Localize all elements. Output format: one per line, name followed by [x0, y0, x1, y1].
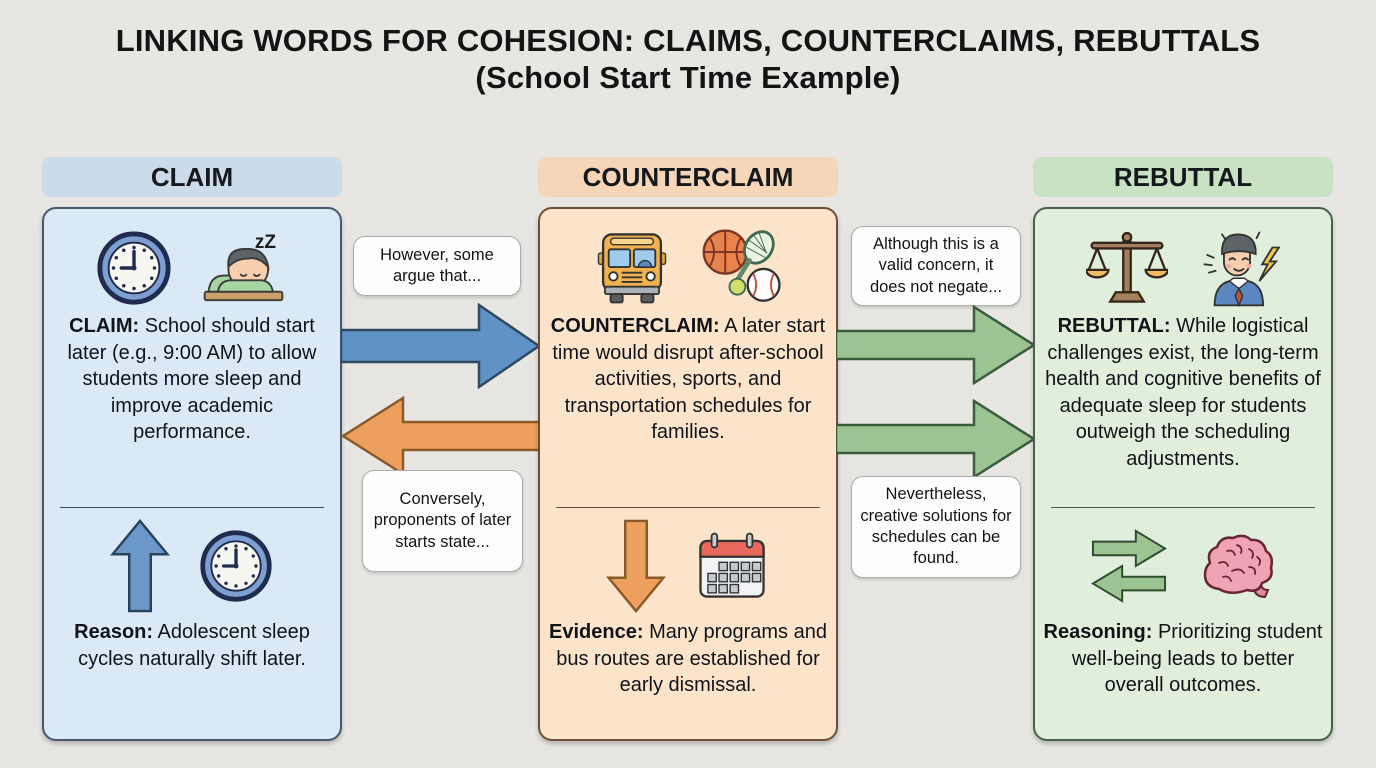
- left-arrow-orange-icon: [341, 396, 541, 476]
- balance-scale-icon: [1086, 231, 1168, 303]
- counterclaim-header-label: COUNTERCLAIM: [582, 161, 794, 192]
- linking-phrase-nevertheless-text: Nevertheless, creative solutions for sch…: [860, 485, 1012, 568]
- counterclaim-main-label: COUNTERCLAIM:: [550, 315, 720, 337]
- clock-icon: [97, 231, 171, 305]
- up-arrow-icon: [110, 519, 170, 613]
- rebuttal-main-body: While logistical challenges exist, the l…: [1045, 315, 1321, 470]
- claim-main-text: CLAIM: School should start later (e.g., …: [51, 313, 333, 446]
- counterclaim-top-icons: [540, 219, 836, 317]
- page-title: LINKING WORDS FOR COHESION: CLAIMS, COUN…: [0, 22, 1376, 96]
- school-bus-icon: [597, 233, 667, 304]
- linking-phrase-nevertheless: Nevertheless, creative solutions for sch…: [851, 476, 1021, 578]
- energized-person-icon: [1203, 231, 1280, 308]
- sports-icon: [702, 229, 781, 302]
- calendar-icon: [699, 532, 765, 598]
- rebuttal-bottom-icons: [1035, 515, 1331, 617]
- page-title-line2: (School Start Time Example): [475, 60, 901, 95]
- counterclaim-bottom-icons: [540, 515, 836, 617]
- right-arrow-green-icon: [836, 305, 1036, 385]
- right-arrow-green-icon: [836, 399, 1036, 479]
- page-title-line1: LINKING WORDS FOR COHESION: CLAIMS, COUN…: [115, 23, 1261, 58]
- claim-top-icons: zZ: [44, 219, 340, 317]
- claim-header-label: CLAIM: [150, 161, 234, 192]
- counterclaim-divider: [556, 507, 820, 508]
- counterclaim-card: COUNTERCLAIM: A later start time would d…: [538, 207, 838, 741]
- rebuttal-support-text: Reasoning: Prioritizing student well-bei…: [1042, 619, 1324, 699]
- rebuttal-support-body: Prioritizing student well-being leads to…: [1071, 621, 1323, 697]
- rebuttal-card: REBUTTAL: While logistical challenges ex…: [1033, 207, 1333, 741]
- down-arrow-icon: [606, 519, 666, 613]
- sleep-zz-text: zZ: [255, 232, 276, 253]
- linking-phrase-however: However, some argue that...: [353, 236, 521, 296]
- rebuttal-header-label: REBUTTAL: [1113, 161, 1253, 192]
- counterclaim-main-text: COUNTERCLAIM: A later start time would d…: [547, 313, 829, 446]
- rebuttal-support-label: Reasoning:: [1043, 621, 1153, 643]
- counterclaim-support-body: Many programs and bus routes are establi…: [556, 621, 827, 697]
- claim-main-label: CLAIM:: [69, 315, 140, 337]
- right-arrow-blue-icon: [341, 303, 541, 389]
- claim-support-text: Reason: Adolescent sleep cycles naturall…: [51, 619, 333, 672]
- rebuttal-top-icons: [1035, 219, 1331, 317]
- claim-main-body: School should start later (e.g., 9:00 AM…: [67, 315, 317, 444]
- counterclaim-header: COUNTERCLAIM: [538, 157, 838, 197]
- clock-icon: [200, 530, 272, 602]
- rebuttal-header: REBUTTAL: [1033, 157, 1333, 197]
- rebuttal-main-label: REBUTTAL:: [1057, 315, 1171, 337]
- counterclaim-support-label: Evidence:: [549, 621, 644, 643]
- sleeping-student-icon: zZ: [203, 232, 284, 302]
- claim-support-label: Reason:: [74, 621, 154, 643]
- linking-phrase-conversely: Conversely, proponents of later starts s…: [362, 470, 523, 572]
- claim-support-body: Adolescent sleep cycles naturally shift …: [78, 621, 310, 670]
- linking-phrase-although: Although this is a valid concern, it doe…: [851, 226, 1021, 306]
- rebuttal-main-text: REBUTTAL: While logistical challenges ex…: [1042, 313, 1324, 473]
- claim-card: zZ CLAIM: School should start later (e.g…: [42, 207, 342, 741]
- linking-phrase-however-text: However, some argue that...: [380, 245, 494, 285]
- exchange-arrows-icon: [1091, 529, 1167, 603]
- linking-phrase-conversely-text: Conversely, proponents of later starts s…: [373, 489, 512, 551]
- counterclaim-main-body: A later start time would disrupt after-s…: [552, 315, 826, 444]
- brain-icon: [1203, 534, 1274, 599]
- claim-header: CLAIM: [42, 157, 342, 197]
- rebuttal-divider: [1051, 507, 1315, 508]
- claim-bottom-icons: [44, 515, 340, 617]
- counterclaim-support-text: Evidence: Many programs and bus routes a…: [547, 619, 829, 699]
- claim-divider: [60, 507, 324, 508]
- linking-phrase-although-text: Although this is a valid concern, it doe…: [869, 234, 1003, 296]
